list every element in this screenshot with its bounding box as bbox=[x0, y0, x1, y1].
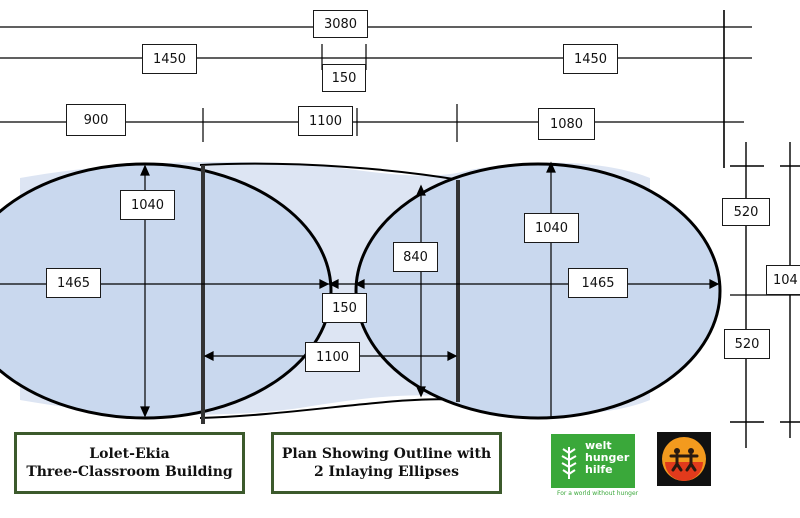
dimension-seg-middle: 1100 bbox=[298, 106, 353, 136]
welthungerhilfe-logo: welt hunger hilfe bbox=[551, 434, 635, 488]
dimension-right-ellipse-span: 1450 bbox=[563, 44, 618, 74]
dimension-waist-height: 840 bbox=[393, 242, 438, 272]
dimension-left-ellipse-height: 1040 bbox=[120, 190, 175, 220]
dimension-half-height-top: 520 bbox=[722, 198, 770, 226]
plan-title-line2: 2 Inlaying Ellipses bbox=[313, 464, 460, 480]
whh-word-welt: welt bbox=[585, 439, 612, 452]
dimension-right-ellipse-height: 1040 bbox=[524, 213, 579, 243]
project-title-line2: Three-Classroom Building bbox=[26, 464, 233, 480]
whh-tagline: For a world without hunger bbox=[557, 490, 639, 497]
dimension-side-height-partial: 104 bbox=[766, 265, 800, 295]
dimension-gap-top: 150 bbox=[322, 64, 366, 92]
partner-organization-logo bbox=[657, 432, 711, 486]
project-title-box: Lolet-Ekia Three-Classroom Building bbox=[14, 432, 245, 494]
waist-bottom-edge bbox=[199, 398, 461, 419]
dimension-gap-center: 150 bbox=[322, 293, 367, 323]
dimension-seg-left: 900 bbox=[66, 104, 126, 136]
top-dimension-lines bbox=[0, 10, 752, 168]
left-ellipse bbox=[0, 162, 333, 420]
partner-emblem-icon bbox=[662, 437, 706, 481]
dimension-overall-width: 3080 bbox=[313, 10, 368, 38]
dimension-right-ellipse-length: 1465 bbox=[568, 268, 628, 298]
dimension-left-ellipse-span: 1450 bbox=[142, 44, 197, 74]
waist-top-edge bbox=[199, 162, 461, 181]
project-title-line1: Lolet-Ekia bbox=[89, 446, 170, 462]
wheat-icon bbox=[561, 447, 577, 479]
plan-title-line1: Plan Showing Outline with bbox=[281, 446, 492, 462]
right-ellipse bbox=[354, 162, 722, 420]
dimension-seg-right: 1080 bbox=[538, 108, 595, 140]
dimension-left-ellipse-length: 1465 bbox=[46, 268, 101, 298]
plan-title-box: Plan Showing Outline with 2 Inlaying Ell… bbox=[271, 432, 502, 494]
dimension-wall-spacing: 1100 bbox=[305, 342, 360, 372]
whh-word-hilfe: hilfe bbox=[585, 463, 613, 476]
whh-word-hunger: hunger bbox=[585, 451, 630, 464]
dimension-half-height-bottom: 520 bbox=[724, 329, 770, 359]
